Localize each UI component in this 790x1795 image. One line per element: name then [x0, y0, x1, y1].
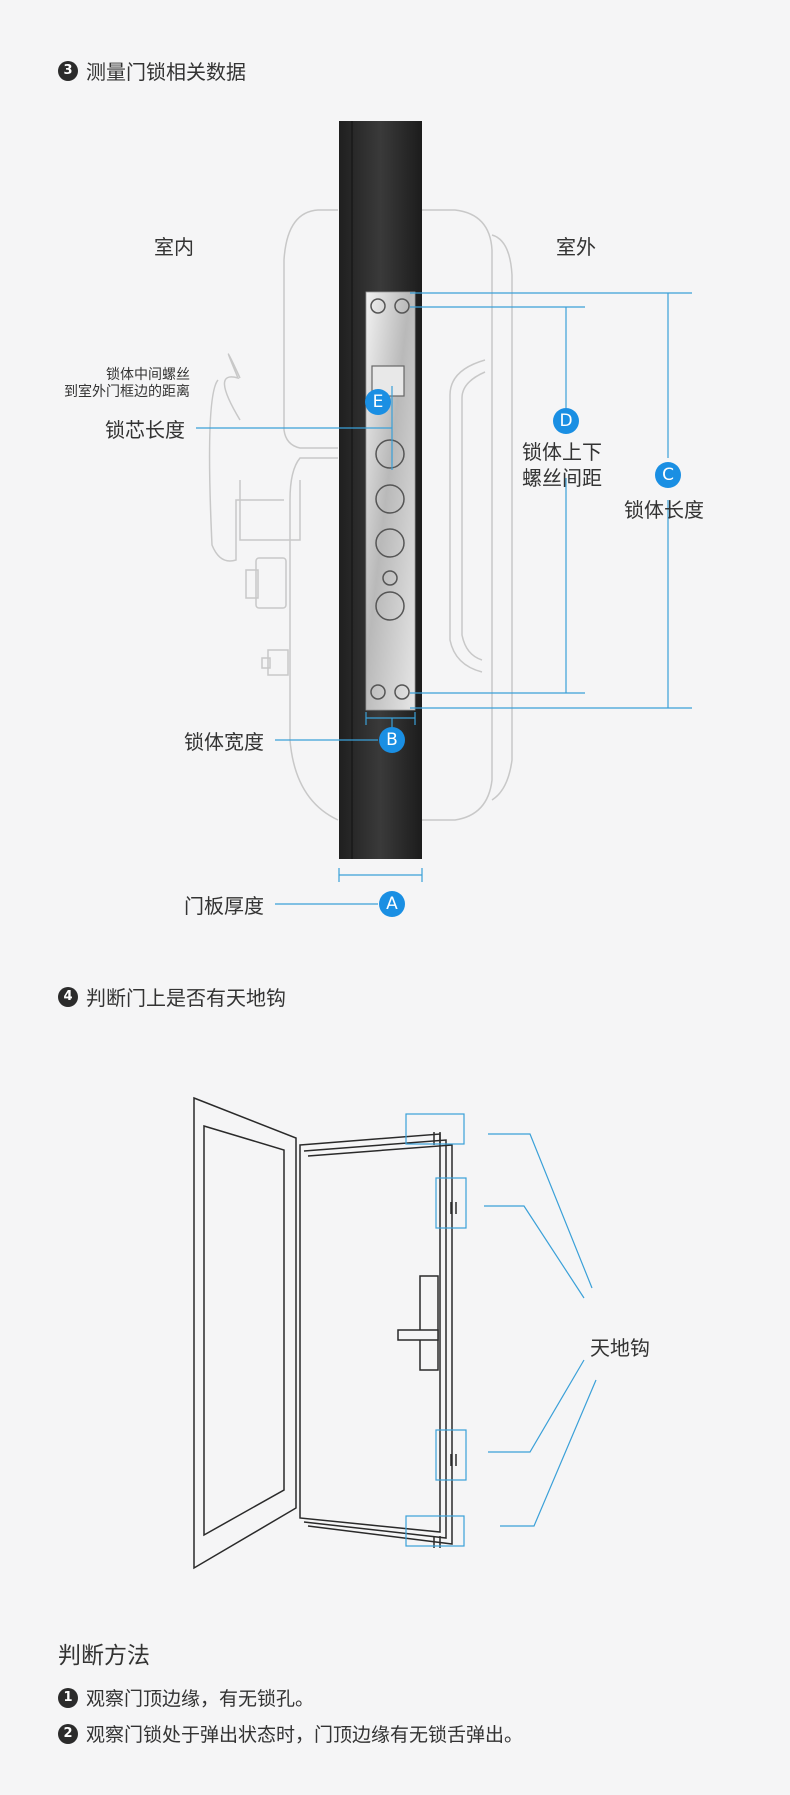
section4-num: 4: [58, 986, 78, 1007]
pin-e: E: [365, 389, 391, 415]
indoor-lock-outline: [208, 209, 339, 821]
method-item-1-text: 观察门顶边缘，有无锁孔。: [86, 1689, 315, 1710]
hook-door-diagram: [193, 1096, 457, 1570]
pin-d: D: [553, 408, 579, 434]
section3-title: 3 测量门锁相关数据: [58, 56, 246, 85]
method-item-1-num: 1: [58, 1687, 78, 1708]
label-door-thickness: 门板厚度: [184, 896, 264, 918]
lock-plate: [365, 291, 416, 711]
pin-b: B: [379, 727, 405, 753]
label-indoor: 室内: [154, 237, 194, 259]
pin-c: C: [655, 462, 681, 488]
method-item-2-text: 观察门锁处于弹出状态时，门顶边缘有无锁舌弹出。: [86, 1725, 524, 1746]
outdoor-lock-outline: [422, 209, 513, 821]
label-c-desc: 锁体长度: [624, 500, 704, 522]
label-hook: 天地钩: [590, 1338, 650, 1360]
method-item-2-num: 2: [58, 1723, 78, 1744]
section3-text: 测量门锁相关数据: [86, 62, 246, 84]
label-e-desc: 锁体中间螺丝 到室外门框边的距离: [64, 366, 190, 399]
label-outdoor: 室外: [556, 237, 596, 259]
pin-a: A: [379, 891, 405, 917]
method-item-2: 2 观察门锁处于弹出状态时，门顶边缘有无锁舌弹出。: [58, 1720, 523, 1747]
label-d-desc: 锁体上下 螺丝间距: [522, 442, 602, 490]
hook-box-3: [435, 1429, 467, 1481]
section4-text: 判断门上是否有天地钩: [86, 988, 286, 1010]
section4-title: 4 判断门上是否有天地钩: [58, 982, 286, 1011]
label-core-length: 锁芯长度: [105, 420, 185, 442]
method-item-1: 1 观察门顶边缘，有无锁孔。: [58, 1684, 314, 1711]
label-body-width: 锁体宽度: [184, 732, 264, 754]
hook-box-2: [435, 1177, 467, 1229]
method-title: 判断方法: [58, 1642, 150, 1668]
section3-num: 3: [58, 60, 78, 81]
hook-box-4: [405, 1515, 465, 1547]
hook-box-1: [405, 1113, 465, 1145]
